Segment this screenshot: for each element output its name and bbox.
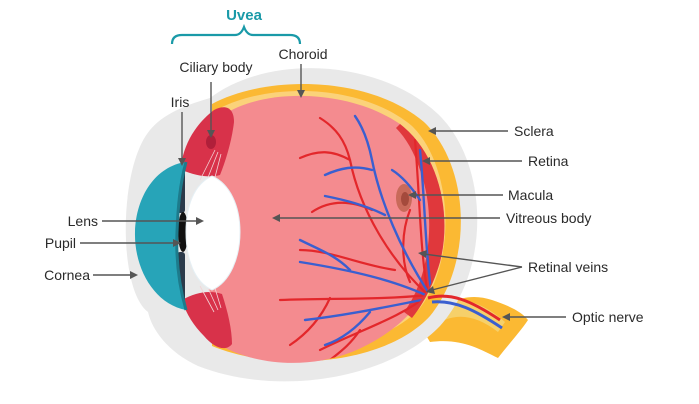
label-macula: Macula: [508, 187, 553, 203]
macula-center: [401, 192, 409, 206]
retina-red-edge: [396, 124, 445, 318]
lens: [185, 175, 241, 291]
label-iris: Iris: [171, 94, 190, 110]
ciliary-body-bottom: [182, 292, 232, 349]
label-pupil: Pupil: [45, 235, 76, 251]
label-retinal-veins: Retinal veins: [528, 259, 608, 275]
label-choroid: Choroid: [278, 46, 327, 62]
label-optic-nerve: Optic nerve: [572, 309, 644, 325]
cornea: [134, 162, 186, 310]
label-sclera: Sclera: [514, 123, 554, 139]
label-lens: Lens: [68, 213, 98, 229]
retinal-arteries: [278, 116, 430, 362]
uvea-title: Uvea: [226, 7, 263, 24]
vitreous-body: [208, 95, 445, 363]
label-cornea: Cornea: [44, 267, 90, 283]
optic-nerve-vessel-blue: [431, 300, 503, 330]
cornea-rim: [175, 161, 188, 311]
label-ciliary-body: Ciliary body: [179, 59, 252, 75]
label-retina: Retina: [528, 153, 569, 169]
optic-nerve-vessel-red: [427, 294, 501, 322]
pupil: [178, 212, 188, 252]
retinal-veins: [298, 114, 434, 347]
leader-lines: [80, 64, 566, 321]
label-vitreous-body: Vitreous body: [506, 210, 591, 226]
uvea-bracket: [170, 23, 302, 45]
ciliary-body-dot: [206, 135, 216, 149]
